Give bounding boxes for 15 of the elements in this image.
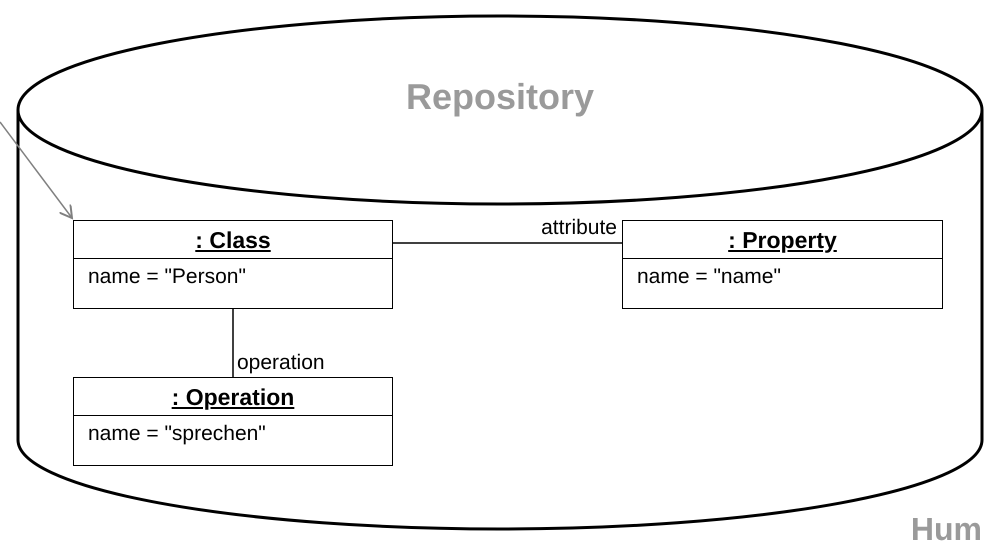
object-box — [73, 377, 393, 466]
edge-label: operation — [236, 351, 326, 375]
partial-label: Hum — [910, 511, 982, 542]
container-title: Repository — [406, 76, 594, 118]
arrow — [0, 122, 73, 219]
object-box — [73, 220, 393, 309]
object-name: : Property — [623, 221, 942, 259]
attribute-value: name = "name" — [636, 264, 782, 290]
attribute-value: name = "Person" — [87, 264, 247, 290]
object-name: : Class — [74, 221, 392, 259]
connector-line — [393, 242, 622, 244]
object-name: : Operation — [74, 378, 392, 416]
object-box — [622, 220, 943, 309]
attribute-value: name = "sprechen" — [87, 421, 267, 447]
connector-line — [232, 309, 234, 377]
